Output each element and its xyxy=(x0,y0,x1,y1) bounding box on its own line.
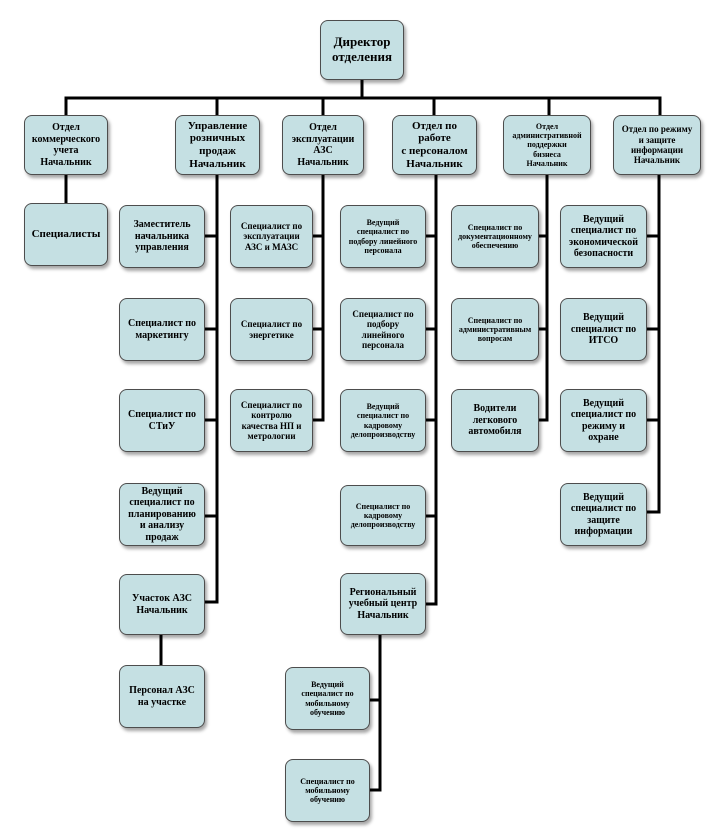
retail-stiu-box: Специалист по СТиУ xyxy=(119,389,205,452)
dept-operations-box: Отдел эксплуатации АЗС Начальник xyxy=(282,115,364,175)
dept-personnel-box: Отдел по работе с персоналом Начальник xyxy=(392,115,477,175)
personnel-recruit-box: Специалист по подбору линейного персонал… xyxy=(340,298,426,361)
dept-commercial-box: Отдел коммерческого учета Начальник xyxy=(24,115,108,175)
personnel-lead-mobile-box: Ведущий специалист по мобильному обучени… xyxy=(285,667,370,730)
admin-administrative-box: Специалист по административным вопросам xyxy=(451,298,539,361)
personnel-mobile-box: Специалист по мобильному обучению xyxy=(285,759,370,822)
admin-documents-box: Специалист по документационному обеспече… xyxy=(451,205,539,268)
ops-quality-box: Специалист по контролю качества НП и мет… xyxy=(230,389,313,452)
security-infosec-box: Ведущий специалист по защите информации xyxy=(560,483,647,546)
commercial-specialists-box: Специалисты xyxy=(24,203,108,266)
dept-admin-box: Отдел административной поддержки бизнеса… xyxy=(503,115,591,175)
personnel-lead-records-box: Ведущий специалист по кадровому делопрои… xyxy=(340,389,426,452)
retail-deputy-box: Заместитель начальника управления xyxy=(119,205,205,268)
retail-planning-box: Ведущий специалист по планированию и ана… xyxy=(119,483,205,546)
station-head-box: Участок АЗС Начальник xyxy=(119,574,205,635)
ops-exploitation-box: Специалист по эксплуатации АЗС и МАЗС xyxy=(230,205,313,268)
security-regime-box: Ведущий специалист по режиму и охране xyxy=(560,389,647,452)
retail-marketing-box: Специалист по маркетингу xyxy=(119,298,205,361)
admin-drivers-box: Водители легкового автомобиля xyxy=(451,389,539,452)
security-economic-box: Ведущий специалист по экономической безо… xyxy=(560,205,647,268)
station-staff-box: Персонал АЗС на участке xyxy=(119,665,205,728)
personnel-lead-recruit-box: Ведущий специалист по подбору линейного … xyxy=(340,205,426,268)
security-itso-box: Ведущий специалист по ИТСО xyxy=(560,298,647,361)
training-center-head-box: Региональный учебный центр Начальник xyxy=(340,573,426,635)
ops-energy-box: Специалист по энергетике xyxy=(230,298,313,361)
dept-retail-box: Управление розничных продаж Начальник xyxy=(175,115,260,175)
dept-security-box: Отдел по режиму и защите информации Нача… xyxy=(613,115,701,175)
director-box: Директор отделения xyxy=(320,20,404,80)
personnel-records-box: Специалист по кадровому делопроизводству xyxy=(340,485,426,546)
